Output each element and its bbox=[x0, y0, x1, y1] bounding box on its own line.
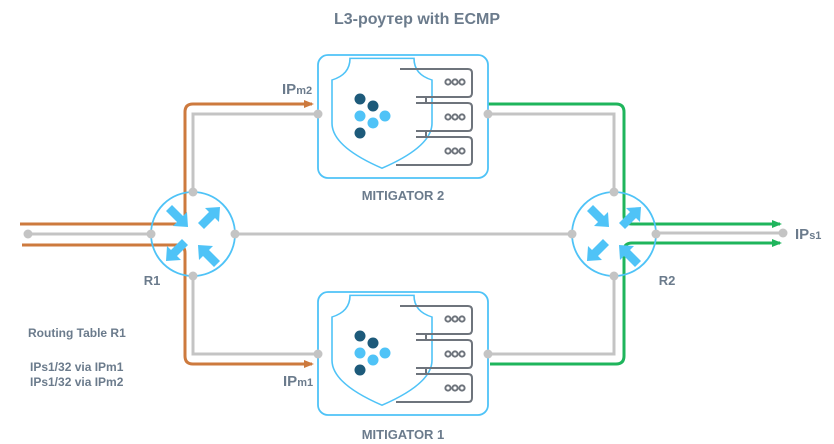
router-r1[interactable] bbox=[150, 191, 236, 277]
router-arrows-icon bbox=[166, 205, 220, 267]
link-r1-m2 bbox=[191, 112, 318, 192]
mitigator-logo-icon bbox=[354, 93, 391, 139]
port-dot bbox=[313, 109, 323, 119]
port-dot bbox=[483, 109, 493, 119]
path-to-m1 bbox=[22, 243, 314, 368]
port-dot bbox=[651, 229, 661, 239]
router-arrows-icon bbox=[587, 205, 641, 267]
mitigator-2-label: MITIGATOR 2 bbox=[362, 188, 445, 203]
ip-s1-label: IPs1 bbox=[795, 226, 821, 243]
port-dot bbox=[609, 187, 619, 197]
port-dot bbox=[609, 271, 619, 281]
port-dots bbox=[23, 109, 788, 359]
router-r2[interactable] bbox=[571, 191, 657, 277]
router-r2-body bbox=[571, 191, 657, 277]
routing-table-entry: IPs1/32 via IPm2 bbox=[30, 375, 124, 389]
server-stack-icon bbox=[396, 305, 473, 403]
mitigator-2[interactable] bbox=[317, 54, 489, 179]
diagram-title: L3-роутер with ECMP bbox=[334, 11, 500, 28]
path-to-m2 bbox=[20, 100, 314, 226]
port-dot bbox=[230, 229, 240, 239]
router-r2-label: R2 bbox=[659, 273, 676, 288]
port-dot bbox=[778, 228, 788, 238]
grey-links bbox=[28, 112, 783, 356]
port-dot bbox=[313, 349, 323, 359]
port-dot bbox=[23, 229, 33, 239]
routing-table-title: Routing Table R1 bbox=[28, 326, 126, 340]
mitigator-logo-icon bbox=[354, 330, 391, 376]
routing-table-entry: IPs1/32 via IPm1 bbox=[30, 360, 124, 374]
link-r1-m1 bbox=[191, 276, 318, 356]
port-dot bbox=[146, 229, 156, 239]
routing-table: Routing Table R1 IPs1/32 via IPm1 IPs1/3… bbox=[28, 326, 126, 389]
ip-m1-label: IPm1 bbox=[283, 373, 313, 390]
port-dot bbox=[567, 229, 577, 239]
mitigator-1[interactable] bbox=[317, 291, 489, 416]
port-dot bbox=[483, 349, 493, 359]
ip-m2-label: IPm2 bbox=[282, 81, 312, 98]
router-r1-body bbox=[150, 191, 236, 277]
path-from-m2 bbox=[488, 102, 782, 228]
port-dot bbox=[188, 271, 198, 281]
server-stack-icon bbox=[396, 68, 473, 166]
mitigator-1-label: MITIGATOR 1 bbox=[362, 427, 445, 442]
link-m2-r2 bbox=[488, 112, 616, 192]
port-dot bbox=[188, 187, 198, 197]
link-m1-r2 bbox=[488, 276, 616, 356]
router-r1-label: R1 bbox=[144, 273, 161, 288]
path-from-m1 bbox=[490, 239, 782, 366]
